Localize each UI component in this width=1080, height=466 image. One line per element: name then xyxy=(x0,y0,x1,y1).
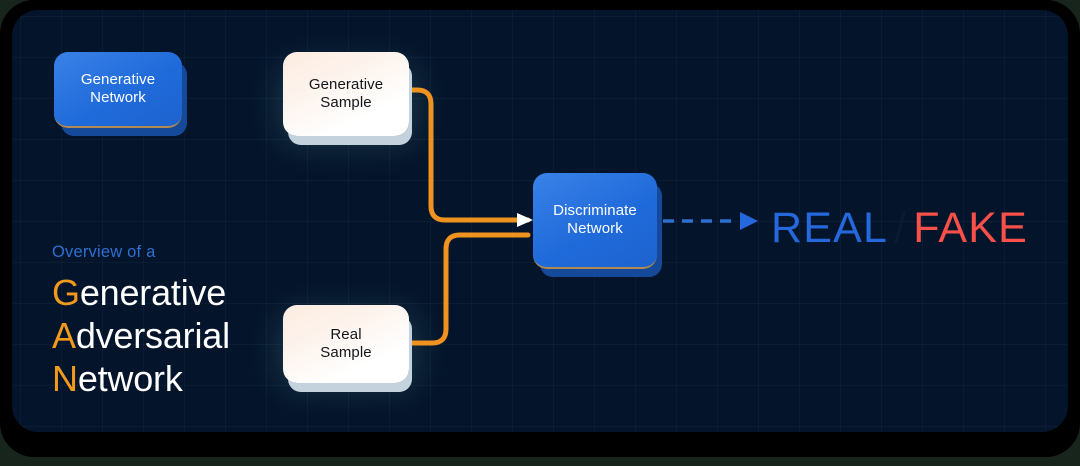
title-line-adversarial: Adversarial xyxy=(52,314,332,357)
diagram-canvas: Generative Network Generative Sample Rea… xyxy=(12,10,1068,432)
connector-gensample-to-discriminate xyxy=(399,87,535,227)
verdict-real: REAL xyxy=(771,204,889,252)
node-discriminate-network-label: Discriminate Network xyxy=(553,201,637,237)
node-generative-sample-label: Generative Sample xyxy=(308,75,384,111)
node-discriminate-network[interactable]: Discriminate Network xyxy=(533,173,657,269)
title-accent-n: N xyxy=(52,358,78,400)
connector-realsample-to-discriminate xyxy=(399,232,535,350)
verdict-label: REAL/FAKE xyxy=(771,204,1028,253)
verdict-separator: / xyxy=(894,204,908,252)
title-accent-g: G xyxy=(52,272,80,313)
title-line-generative: Generative xyxy=(52,271,332,314)
connector-discriminate-to-verdict xyxy=(663,212,758,230)
title-kicker: Overview of a xyxy=(52,243,156,261)
title-line-network: Network xyxy=(52,357,332,400)
node-generative-network[interactable]: Generative Network xyxy=(54,52,182,128)
node-real-sample[interactable]: Real Sample xyxy=(283,305,409,383)
verdict-fake: FAKE xyxy=(913,204,1029,252)
title-accent-a: A xyxy=(52,315,76,357)
title-block: Overview of a Generative Adversarial Net… xyxy=(52,243,332,401)
title-rest-network: etwork xyxy=(77,358,183,400)
node-real-sample-label: Real Sample xyxy=(320,325,372,361)
node-generative-network-label: Generative Network xyxy=(80,70,156,106)
title-rest-adversarial: dversarial xyxy=(75,315,230,357)
node-generative-sample[interactable]: Generative Sample xyxy=(283,52,409,136)
title-rest-generative: enerative xyxy=(79,272,227,313)
